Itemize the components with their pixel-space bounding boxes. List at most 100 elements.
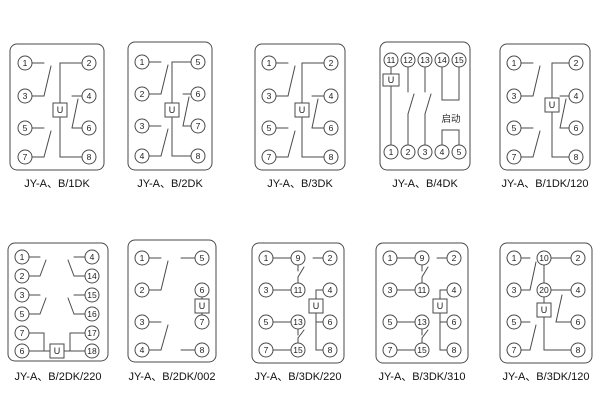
terminal-circle (134, 342, 150, 358)
terminal: 11 (414, 282, 430, 298)
coil-box (49, 343, 65, 359)
terminal-circle (323, 149, 339, 165)
terminal-number: 4 (140, 345, 145, 355)
terminal-circle (134, 118, 150, 134)
terminal-circle (258, 250, 274, 266)
wire (559, 98, 567, 129)
terminal: 2 (400, 144, 416, 160)
terminal: 7 (190, 118, 206, 134)
annotation-text: 启动 (441, 113, 460, 125)
terminal-circle (14, 287, 30, 303)
wire (421, 329, 429, 339)
coil-box (164, 102, 180, 118)
terminal-circle (506, 282, 522, 298)
terminal-number: 7 (267, 152, 272, 162)
terminal-circle (536, 250, 552, 266)
terminal: 8 (323, 149, 339, 165)
terminal: 13 (417, 52, 433, 68)
terminal-number: 15 (87, 290, 97, 300)
terminal: 11 (383, 52, 399, 68)
terminal-number: 5 (267, 123, 272, 133)
diagram-frame (251, 242, 345, 364)
terminal-circle (134, 250, 150, 266)
terminal-circle (506, 55, 522, 71)
terminal-number: 6 (87, 123, 92, 133)
wire (297, 266, 305, 278)
terminal-number: 7 (264, 345, 269, 355)
terminal-circle (414, 342, 430, 358)
wire (424, 93, 432, 115)
terminal-circle (568, 55, 584, 71)
terminal-circle (568, 120, 584, 136)
terminal-number: 5 (196, 57, 201, 67)
terminal-circle (506, 88, 522, 104)
terminal: 14 (434, 52, 450, 68)
terminal-circle (446, 282, 462, 298)
diagram-frame (127, 41, 213, 171)
terminal-number: 4 (440, 147, 445, 157)
terminal-circle (194, 282, 210, 298)
wire (39, 259, 47, 277)
terminal-circle (382, 250, 398, 266)
terminal-circle (322, 342, 338, 358)
coil-label: U (313, 301, 320, 311)
terminal-number: 14 (437, 55, 447, 65)
terminal: 6 (570, 314, 586, 330)
wire (182, 96, 190, 127)
terminal: 2 (322, 250, 338, 266)
diagram-label: JY-A、B/2DK/002 (128, 371, 215, 383)
terminal: 4 (134, 342, 150, 358)
terminal: 3 (134, 118, 150, 134)
terminal-number: 6 (452, 317, 457, 327)
coil-label: U (388, 75, 395, 85)
terminal-number: 2 (140, 285, 145, 295)
terminal: 6 (81, 120, 97, 136)
wire (160, 64, 169, 95)
terminal: 20 (536, 282, 552, 298)
terminal: 10 (536, 250, 552, 266)
terminal-circle (261, 88, 277, 104)
wire (160, 324, 169, 351)
terminal-circle (17, 88, 33, 104)
wire (555, 294, 563, 323)
terminal: 5 (506, 314, 522, 330)
terminal-number: 3 (512, 91, 517, 101)
terminal-circle (17, 149, 33, 165)
terminal-number: 17 (87, 328, 97, 338)
terminal: 3 (261, 88, 277, 104)
terminal-number: 13 (293, 317, 303, 327)
terminal-circle (506, 342, 522, 358)
terminal: 4 (322, 282, 338, 298)
terminal: 5 (17, 120, 33, 136)
terminal-number: 6 (196, 89, 201, 99)
terminal-circle (258, 342, 274, 358)
terminal: 13 (290, 314, 306, 330)
terminal: 7 (194, 314, 210, 330)
terminal: 6 (446, 314, 462, 330)
terminal: 8 (446, 342, 462, 358)
terminal-number: 8 (196, 151, 201, 161)
terminal-circle (506, 120, 522, 136)
terminal: 1 (134, 250, 150, 266)
terminal-circle (383, 144, 399, 160)
terminal-circle (261, 120, 277, 136)
terminal-circle (451, 144, 467, 160)
terminal-number: 7 (20, 328, 25, 338)
diagram-frame (7, 242, 109, 362)
terminal-number: 15 (454, 55, 464, 65)
wire (43, 65, 52, 97)
terminal-number: 11 (418, 285, 427, 295)
terminal-number: 9 (296, 253, 301, 263)
terminal-circle (14, 343, 30, 359)
terminal-circle (414, 282, 430, 298)
terminal-circle (290, 282, 306, 298)
coil-label: U (199, 301, 206, 311)
diagram-frame (375, 242, 469, 364)
terminal: 11 (290, 282, 306, 298)
wire (67, 297, 75, 315)
terminal-circle (14, 249, 30, 265)
terminal-number: 5 (512, 317, 517, 327)
